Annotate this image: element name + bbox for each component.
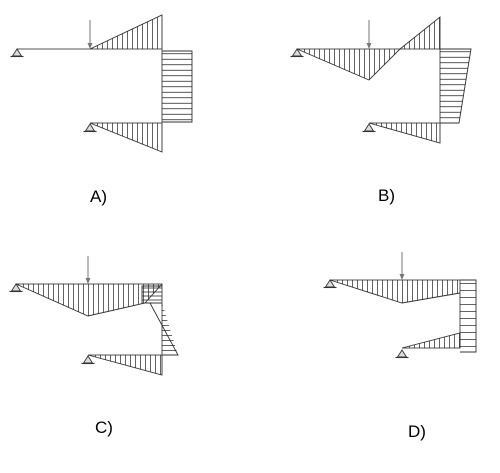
option-label[interactable]: A)	[90, 187, 107, 206]
moment-curve-bottom	[368, 122, 441, 144]
option-b: B)	[290, 16, 472, 205]
arrow-head	[85, 278, 91, 284]
support-triangle	[84, 123, 96, 132]
frame-outline	[297, 48, 441, 124]
hatch-lines	[90, 355, 161, 375]
hatch-lines	[440, 51, 471, 119]
moment-curve-top	[329, 279, 461, 304]
moment-curve-column	[440, 48, 472, 124]
hatch-lines	[404, 333, 460, 348]
moment-curve-bottom	[89, 122, 163, 153]
option-label[interactable]: C)	[95, 418, 113, 437]
support-triangle	[82, 355, 94, 364]
pin-support-icon	[395, 349, 409, 359]
hatch-lines	[371, 123, 437, 143]
arrow-head	[366, 43, 372, 49]
hatch-lines	[92, 17, 158, 49]
option-c: C)	[9, 256, 179, 437]
hatch-lines	[299, 17, 440, 80]
pin-support-icon	[362, 123, 376, 133]
arrow-head	[87, 43, 93, 49]
moment-curve-top	[296, 16, 441, 81]
support-triangle	[11, 48, 23, 57]
hatch-lines	[18, 284, 159, 316]
arrow-head	[399, 274, 405, 280]
hatch-lines	[332, 280, 458, 303]
moment-curve-bottom	[87, 354, 163, 376]
moment-curve-top	[89, 14, 163, 50]
pin-support-icon	[290, 48, 304, 58]
support-triangle	[363, 123, 375, 132]
frame-outline	[330, 279, 461, 349]
frame-outline	[17, 48, 163, 124]
hatch-lines	[142, 287, 162, 301]
moment-curve-column	[460, 279, 477, 353]
option-a: A)	[10, 14, 193, 206]
pin-support-icon	[9, 283, 23, 293]
load-arrow-icon	[366, 20, 372, 49]
support-triangle	[396, 349, 408, 358]
hatch-lines	[92, 123, 158, 151]
hatch-lines	[460, 283, 476, 347]
pin-support-icon	[10, 48, 24, 58]
load-arrow-icon	[85, 256, 91, 284]
pin-support-icon	[323, 279, 337, 289]
option-label[interactable]: D)	[408, 422, 426, 441]
option-label[interactable]: B)	[378, 186, 395, 205]
load-arrow-icon	[399, 252, 405, 280]
moment-curve-bottom	[401, 332, 461, 349]
load-arrow-icon	[87, 20, 93, 49]
option-d: D)	[323, 252, 477, 441]
pin-support-icon	[83, 123, 97, 133]
moment-curve-top	[15, 283, 163, 317]
hatch-lines	[162, 305, 177, 351]
frame-outline	[16, 283, 163, 356]
moment-curve-column-inner	[141, 285, 162, 304]
pin-support-icon	[81, 355, 95, 365]
hatch-lines	[162, 53, 192, 121]
moment-curve-column-outer	[149, 302, 179, 356]
